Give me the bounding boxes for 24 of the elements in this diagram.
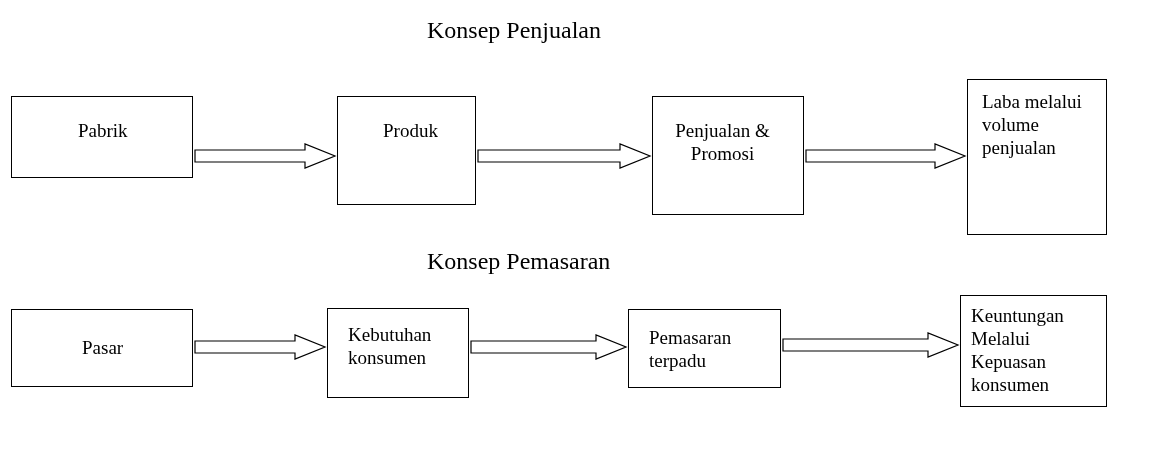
block-arrow [805, 143, 967, 169]
section-heading: Konsep Pemasaran [427, 248, 611, 275]
box-text: Pemasaran terpadu [649, 326, 733, 372]
process-box [628, 309, 781, 388]
block-arrow [470, 334, 628, 360]
box-text: Kebutuhan konsumen [348, 323, 433, 369]
box-text: Laba melalui volume penjualan [982, 90, 1083, 159]
block-arrow [782, 332, 960, 358]
diagram-title: Konsep Penjualan [427, 17, 601, 44]
block-arrow [477, 143, 652, 169]
block-arrow [194, 334, 327, 360]
process-box [337, 96, 476, 205]
box-text: Penjualan & Promosi [675, 119, 770, 165]
process-box [11, 309, 193, 387]
process-box [327, 308, 469, 398]
box-text: Pasar [82, 336, 125, 359]
block-arrow [194, 143, 337, 169]
box-text: Keuntungan Melalui Kepuasan konsumen [971, 304, 1065, 396]
process-box [652, 96, 804, 215]
process-box [11, 96, 193, 178]
box-text: Produk [383, 119, 439, 142]
process-box [960, 295, 1107, 407]
box-text: Pabrik [78, 119, 129, 142]
process-box [967, 79, 1107, 235]
